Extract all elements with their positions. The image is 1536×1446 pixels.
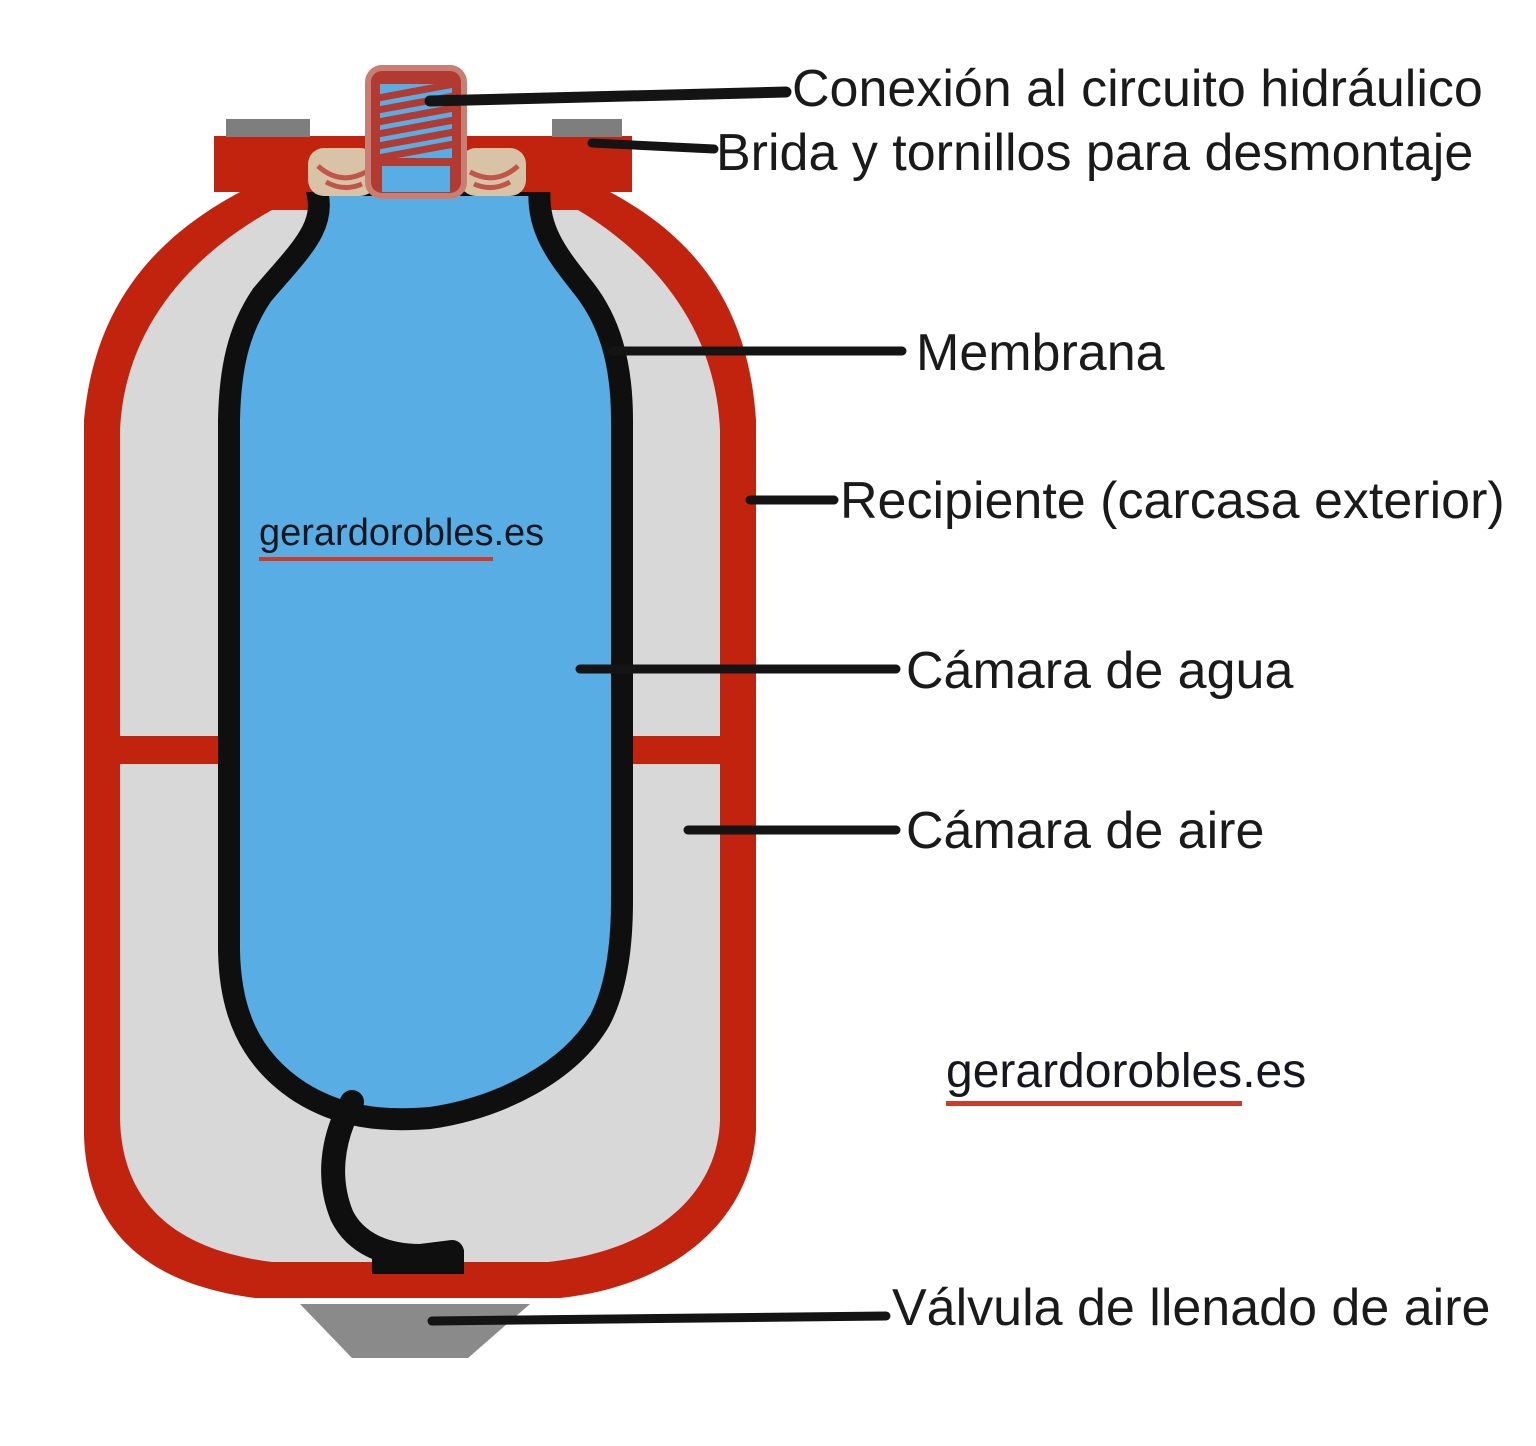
weld-seam-left [84,736,224,764]
watermark-name: gerardorobles [946,1045,1243,1106]
membrane-hook-foot [372,1250,464,1274]
label-air-valve: Válvula de llenado de aire [892,1279,1491,1337]
membrane-water-bag [218,174,633,1131]
weld-seam-right [610,736,756,764]
watermark-tld: .es [493,512,545,554]
bolt-left [226,119,310,137]
watermark-site-url: gerardorobles.es [259,512,545,561]
seal-left-squiggle [316,164,368,190]
watermark-site-url: gerardorobles.es [946,1044,1307,1106]
connection-thread-stripes [377,80,455,162]
air-valve-shape [300,1304,530,1358]
connection-port-window [382,166,450,192]
label-flange-bolts: Brida y tornillos para desmontaje [716,124,1474,182]
label-water-chamber: Cámara de agua [906,642,1294,700]
watermark-tld: .es [1242,1045,1307,1098]
seal-right-squiggle [468,164,520,190]
leader-flange [587,138,719,154]
label-vessel-casing: Recipiente (carcasa exterior) [840,472,1505,530]
label-membrane: Membrana [916,324,1165,382]
leader-connection [424,86,792,107]
label-hydraulic-connection: Conexión al circuito hidráulico [792,60,1483,118]
label-air-chamber: Cámara de aire [906,802,1265,860]
leader-air-valve [427,1311,891,1326]
bolt-right [552,119,622,137]
watermark-name: gerardorobles [259,512,494,561]
